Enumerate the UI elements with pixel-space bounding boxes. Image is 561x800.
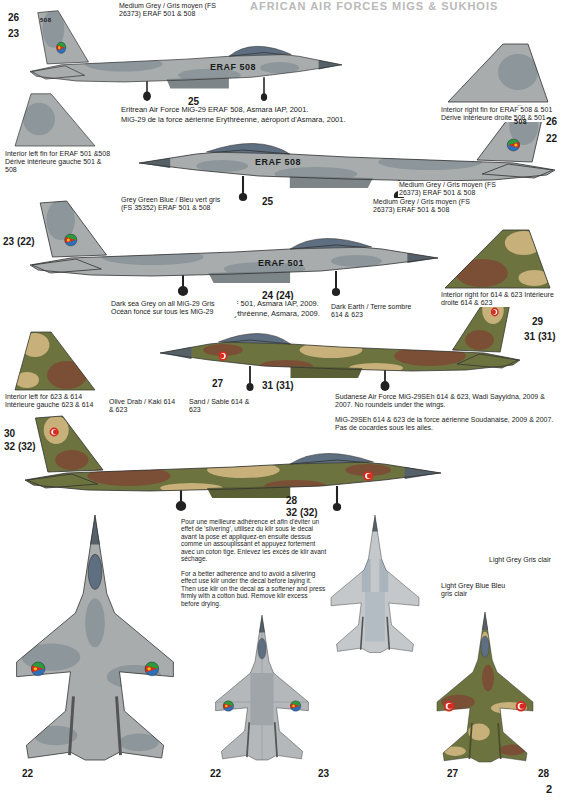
sheet-title: AFRICAN AIR FORCES MIGS & SUKHOIS [250, 0, 498, 13]
callout-number: 31 (31) [524, 331, 556, 343]
callout-number: 29 [532, 316, 543, 328]
aircraft-marking: 508 [514, 118, 527, 126]
color-caption: Grey Green Blue / Bleu vert gris (FS 353… [120, 196, 232, 212]
callout-number: 22 [546, 133, 557, 145]
aircraft-planform [17, 515, 174, 760]
aircraft-marking: ERAF 508 [255, 157, 301, 167]
callout-number: 26 [8, 12, 19, 24]
aircraft-profile [30, 10, 342, 101]
color-caption: Light Grey Gris clair [488, 556, 555, 564]
color-caption: MiG-29SEh 614 & 623 de la force aérienne… [334, 416, 556, 432]
aircraft-marking: 508 [40, 17, 52, 24]
fin-drawing [15, 332, 95, 390]
callout-number: 31 (31) [262, 380, 294, 392]
color-caption: Medium Grey / Gris moyen (FS 26373) ERAF… [372, 198, 479, 214]
callout-number: 2 [546, 783, 552, 796]
callout-number: 25 [262, 196, 273, 208]
color-caption: Interior left fin for ERAF 501 &508 Déri… [4, 150, 116, 174]
callout-number: 22 [210, 768, 221, 780]
fin-drawing [15, 94, 95, 146]
callout-number: 23 (22) [3, 236, 35, 248]
color-caption: Eritrean Air Force MiG-29 ERAF 508, Asma… [120, 106, 382, 115]
callout-number: 28 [286, 495, 297, 507]
aircraft-planform [437, 612, 533, 762]
color-caption: Dark Earth / Terre sombre 614 & 623 [330, 303, 417, 319]
color-caption: Dark sea Grey on all MiG-29 Gris Océan f… [110, 300, 237, 316]
color-caption: Olive Drab / Kaki 614 & 623 [108, 398, 180, 414]
callout-number: 26 [546, 116, 557, 128]
fin-drawing [445, 230, 550, 288]
callout-number: 27 [212, 378, 223, 390]
callout-number: 27 [447, 768, 458, 780]
callout-number: 28 [538, 768, 549, 780]
color-caption: Interior right fin for ERAF 508 & 501 Dé… [440, 106, 557, 122]
aircraft-marking: ERAF 501 [258, 258, 304, 268]
color-caption: Light Grey Blue Bleu gris clair [440, 582, 512, 598]
color-caption: Sand / Sable 614 & 623 [188, 398, 260, 414]
aircraft-underside [331, 515, 419, 653]
aircraft-planform [216, 615, 309, 760]
aircraft-marking: ERAF 508 [210, 62, 256, 72]
color-caption: Medium Grey / Gris moyen (FS 26373) ERAF… [118, 2, 230, 18]
color-caption: Sudanese Air Force MiG-29SEh 614 & 623, … [334, 393, 556, 409]
callout-number: 30 [4, 428, 15, 440]
callout-number: 22 [22, 768, 33, 780]
callout-number: 23 [318, 768, 329, 780]
color-caption: Pour une meilleure adhérence et afin d'é… [180, 518, 328, 563]
color-caption: MiG-29 de la force aérienne Erythréenne,… [120, 116, 422, 125]
aircraft-profile [30, 200, 438, 296]
color-caption: Medium Grey / Gris moyen (FS 26373) ERAF… [398, 181, 510, 197]
color-caption: Interior right for 614 & 623 Intérieure … [440, 291, 557, 307]
fin-drawing [448, 44, 548, 102]
color-caption: Interior left for 623 & 614 Intérieure g… [4, 393, 111, 409]
callout-number: 23 [8, 28, 19, 40]
callout-number: 32 (32) [4, 441, 36, 453]
color-caption: For a better adherence and to avoid a si… [180, 570, 328, 607]
callout-number: 32 (32) [286, 507, 318, 519]
